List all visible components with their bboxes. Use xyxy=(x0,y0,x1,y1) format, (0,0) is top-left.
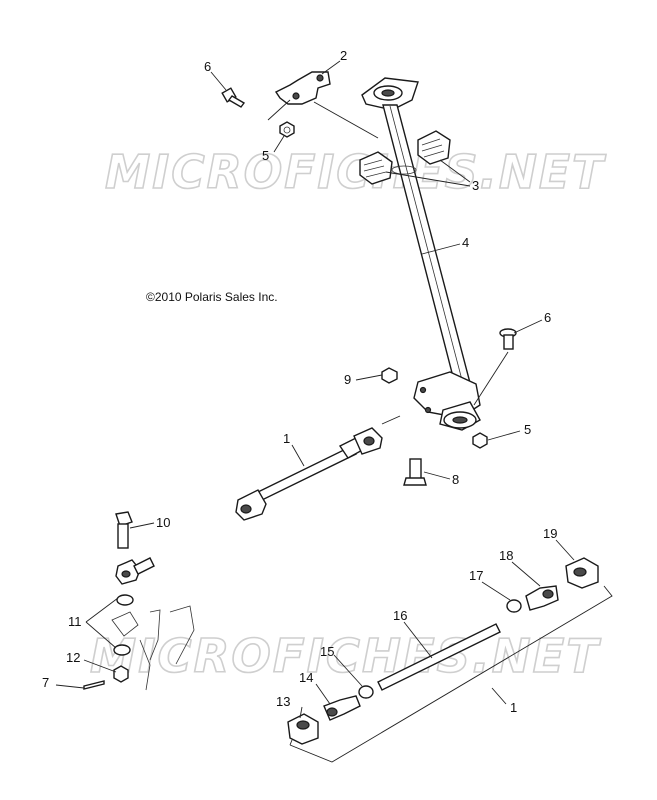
callout-5-top: 5 xyxy=(262,148,269,163)
callout-2: 2 xyxy=(340,48,347,63)
nut-9 xyxy=(381,367,398,384)
callout-4: 4 xyxy=(462,235,469,250)
nut-12 xyxy=(113,665,129,683)
bolt-right xyxy=(499,328,517,350)
callout-3: 3 xyxy=(472,178,479,193)
callout-8: 8 xyxy=(452,472,459,487)
callout-17: 17 xyxy=(469,568,483,583)
callout-10: 10 xyxy=(156,515,170,530)
boot-19 xyxy=(565,557,599,589)
washer-upper xyxy=(116,594,134,606)
callout-13: 13 xyxy=(276,694,290,709)
bracket xyxy=(274,71,331,105)
callout-14: 14 xyxy=(299,670,313,685)
callout-9: 9 xyxy=(344,372,351,387)
jam-nut-15 xyxy=(358,685,374,699)
callout-1-upper: 1 xyxy=(283,431,290,446)
retaining-ring xyxy=(391,165,417,175)
tie-rod-shaft xyxy=(377,623,501,691)
copyright-text: ©2010 Polaris Sales Inc. xyxy=(146,290,278,304)
nut-top xyxy=(279,121,295,138)
callout-15: 15 xyxy=(320,644,334,659)
rod-end-lower-left xyxy=(115,557,155,585)
watermark-bottom: MICROFICHES.NET xyxy=(90,629,602,683)
rod-end-14 xyxy=(323,695,361,721)
callout-12: 12 xyxy=(66,650,80,665)
callout-5-right: 5 xyxy=(524,422,531,437)
tie-rod-assembly xyxy=(235,427,383,521)
callout-19: 19 xyxy=(543,526,557,541)
steering-column xyxy=(361,77,481,431)
callout-1-lower: 1 xyxy=(510,700,517,715)
bushing-left xyxy=(359,151,393,185)
callout-16: 16 xyxy=(393,608,407,623)
callout-6-right: 6 xyxy=(544,310,551,325)
bushing-right xyxy=(417,130,451,165)
leader-lines xyxy=(55,60,613,763)
bolt-top xyxy=(221,87,246,108)
washer-lower xyxy=(113,644,131,656)
bolt-8 xyxy=(403,458,427,486)
callout-labels: 6 2 5 3 4 6 9 5 1 8 10 19 18 17 16 11 15… xyxy=(42,48,557,715)
jam-nut-17 xyxy=(506,599,522,613)
watermark-top: MICROFICHES.NET xyxy=(105,145,607,199)
callout-18: 18 xyxy=(499,548,513,563)
bolt-10 xyxy=(115,511,133,549)
boot-13 xyxy=(287,713,319,745)
rod-end-18 xyxy=(525,585,559,611)
nut-right xyxy=(472,432,488,449)
callout-11: 11 xyxy=(68,614,82,629)
callout-6-top: 6 xyxy=(204,59,211,74)
callout-7: 7 xyxy=(42,675,49,690)
